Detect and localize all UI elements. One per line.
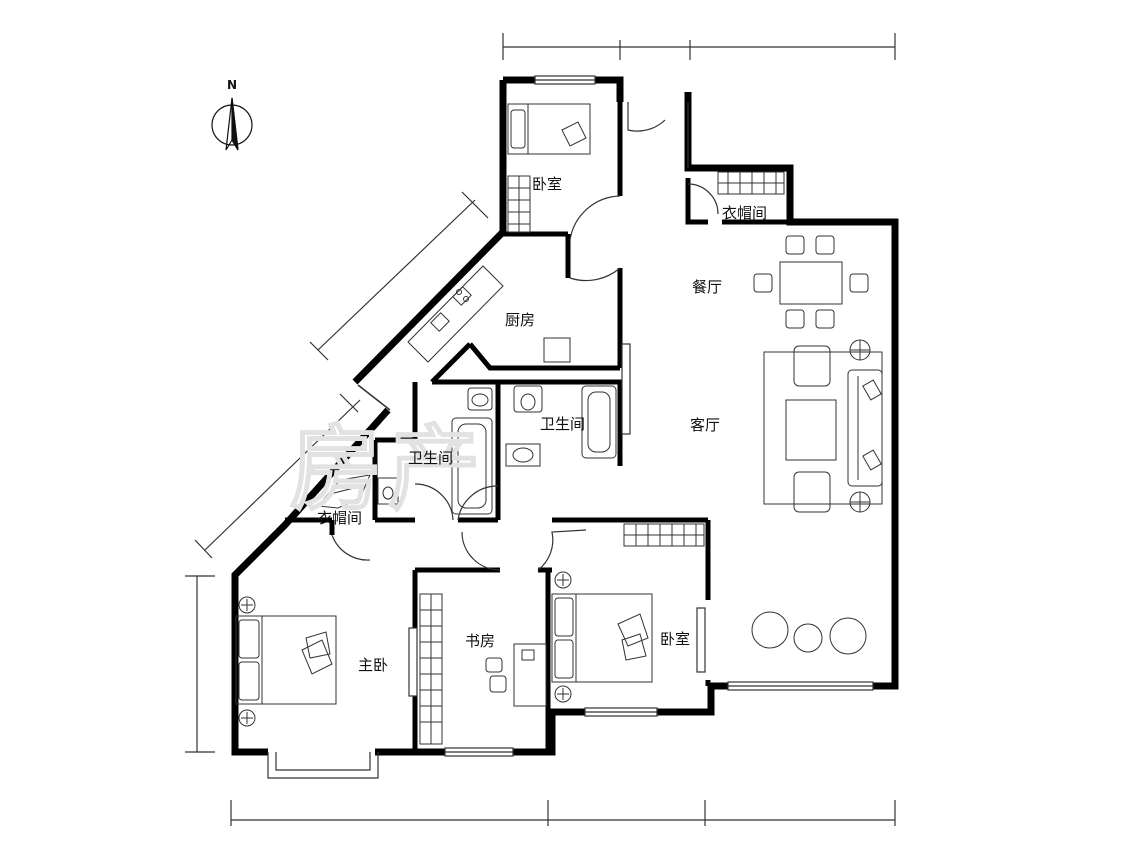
dimension-lines <box>185 33 896 826</box>
room-label-bathroom-left: 卫生间 <box>408 449 454 467</box>
room-label-master-bedroom: 主卧 <box>358 656 389 674</box>
windows <box>267 75 874 779</box>
room-label-bedroom-top: 卧室 <box>532 175 563 193</box>
room-label-dining: 餐厅 <box>692 278 723 296</box>
compass-icon <box>211 97 253 151</box>
room-label-bedroom-right: 卧室 <box>660 630 691 648</box>
bathroom-fixtures <box>377 385 617 515</box>
living-furniture <box>751 339 883 655</box>
kitchen-counter <box>407 265 571 363</box>
room-label-study: 书房 <box>465 632 496 650</box>
room-label-living: 客厅 <box>690 416 721 434</box>
interior-walls <box>285 102 790 752</box>
room-label-cloakroom-left: 衣帽间 <box>317 509 363 527</box>
beds <box>235 103 653 727</box>
wardrobes <box>317 171 785 745</box>
study-desk <box>485 643 547 707</box>
room-label-bathroom-right: 卫生间 <box>540 415 586 433</box>
dining-set <box>753 235 869 329</box>
watermark-text: 房产 <box>289 415 487 524</box>
room-label-kitchen: 厨房 <box>505 311 536 329</box>
room-label-cloakroom-top: 衣帽间 <box>722 204 768 222</box>
compass-north-label: N <box>227 78 238 92</box>
